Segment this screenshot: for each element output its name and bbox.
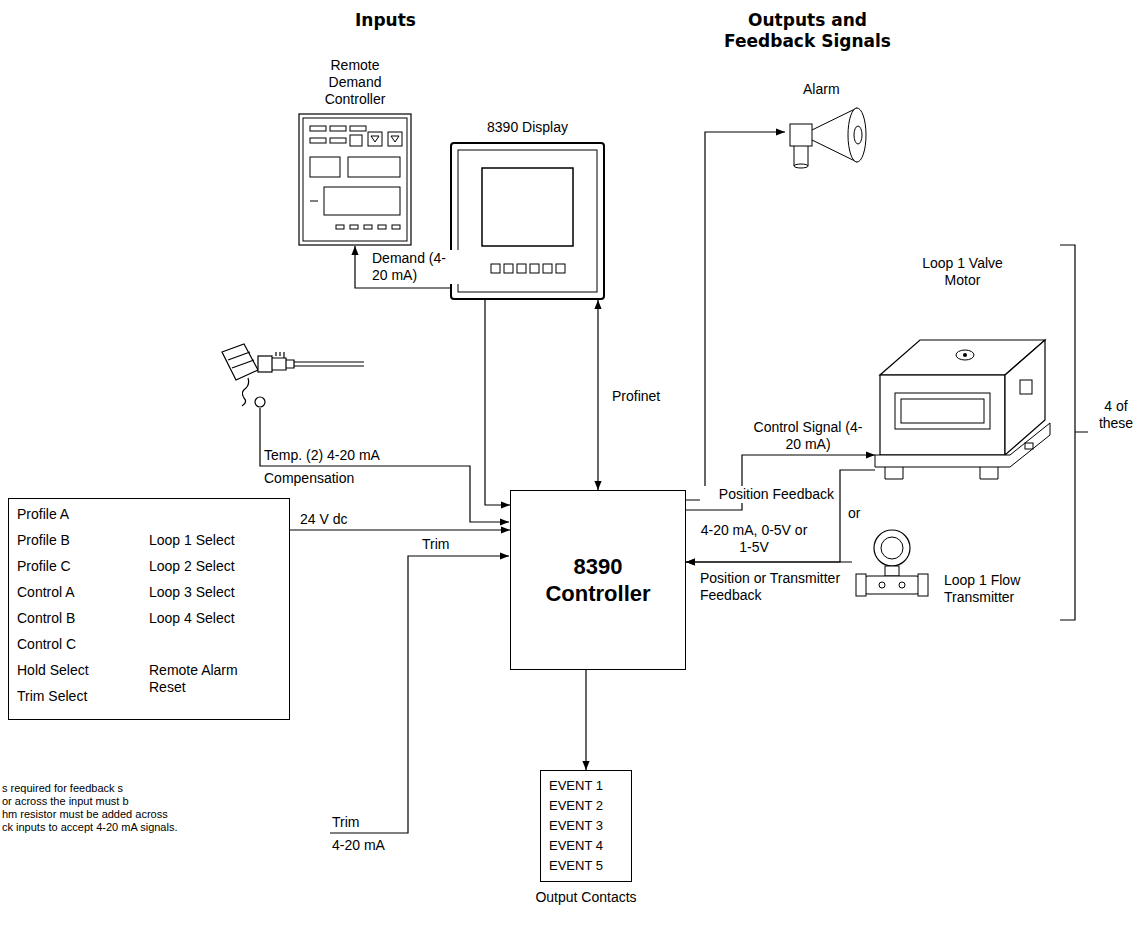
node-title: Alarm — [803, 81, 840, 98]
node-title: Loop 1 Flow Transmitter — [944, 572, 1054, 606]
signal-connector — [686, 470, 875, 562]
node-text: Loop 1 Select — [149, 532, 235, 549]
note-text: hm resistor must be added across — [2, 808, 168, 821]
signal-label: 4-20 mA, 0-5V or 1-5V — [700, 522, 808, 556]
display-panel: 8390 Display — [450, 142, 605, 300]
node-title: 8390 Display — [450, 119, 605, 136]
connector-label: Profinet — [612, 388, 660, 405]
signal-label: Trim — [332, 814, 359, 831]
signal-connector — [686, 561, 852, 562]
node-text: Output Contacts — [535, 889, 637, 906]
display-panel-picture — [450, 142, 605, 300]
node-text: Control C — [17, 636, 76, 653]
node-text: Remote Alarm Reset — [149, 662, 261, 696]
connector-label: Position or Transmitter Feedback — [700, 570, 848, 604]
controller-device: Remote Demand Controller — [298, 113, 412, 246]
connector-label: Position Feedback — [700, 486, 834, 503]
node-text: Profile B — [17, 532, 70, 549]
node-text: EVENT 3 — [549, 817, 603, 834]
signal-connector — [585, 670, 586, 770]
node-text: EVENT 4 — [549, 837, 603, 854]
flow-transmitter-picture — [852, 522, 932, 602]
node-text: Trim Select — [17, 688, 87, 705]
flow-transmitter: Loop 1 Flow Transmitter — [852, 522, 932, 602]
node-title: EVENT 1 — [549, 777, 603, 794]
valve-motor: Loop 1 Valve Motor — [875, 295, 1050, 485]
node-text: Loop 3 Select — [149, 584, 235, 601]
node-title: Loop 1 Valve Motor — [913, 255, 1013, 289]
temperature-sensor — [222, 344, 364, 407]
note-text: or across the input must b — [2, 795, 129, 808]
controller-box: 8390 Controller — [510, 490, 686, 670]
trim-wire — [330, 556, 509, 833]
controller-device-picture — [298, 113, 412, 246]
input-list-box: Profile A Profile B Profile C Control A Cont… — [8, 498, 290, 720]
section-heading: Outputs and Feedback Signals — [700, 10, 915, 52]
valve-motor-picture — [875, 295, 1050, 485]
alarm-horn-picture — [785, 100, 880, 170]
signal-label: 4-20 mA — [332, 837, 385, 854]
connector-label: Demand (4-20 mA) — [372, 250, 460, 284]
node-text: Control B — [17, 610, 75, 627]
signal-label: or — [848, 505, 860, 522]
note-text: s required for feedback s — [2, 782, 123, 795]
node-title: Profile A — [17, 506, 69, 523]
signal-label: Compensation — [264, 470, 354, 487]
event-box: EVENT 1EVENT 2EVENT 3EVENT 4EVENT 5Outpu… — [540, 770, 632, 882]
signal-label: Temp. (2) 4-20 mA — [264, 447, 380, 464]
node-text: EVENT 2 — [549, 797, 603, 814]
node-text: Control A — [17, 584, 75, 601]
temp-wire — [260, 408, 509, 522]
section-heading: Inputs — [355, 10, 416, 31]
note-text: ck inputs to accept 4-20 mA signals. — [2, 821, 177, 834]
node-title: 8390 Controller — [529, 553, 667, 607]
group-bracket — [1060, 245, 1088, 620]
connector-label: 24 V dc — [300, 511, 347, 528]
signal-connector — [597, 300, 598, 490]
group-note: 4 of these — [1092, 398, 1140, 432]
node-text: Hold Select — [17, 662, 89, 679]
node-text: Loop 4 Select — [149, 610, 235, 627]
connector-label: Control Signal (4-20 mA) — [752, 419, 864, 453]
signal-connector — [686, 455, 875, 510]
signal-connector — [290, 529, 510, 530]
node-text: Profile C — [17, 558, 71, 575]
signal-label: Trim — [422, 536, 449, 553]
node-title: Remote Demand Controller — [309, 57, 401, 108]
alarm-horn: Alarm — [785, 100, 880, 170]
node-text: EVENT 5 — [549, 857, 603, 874]
node-text: Loop 2 Select — [149, 558, 235, 575]
